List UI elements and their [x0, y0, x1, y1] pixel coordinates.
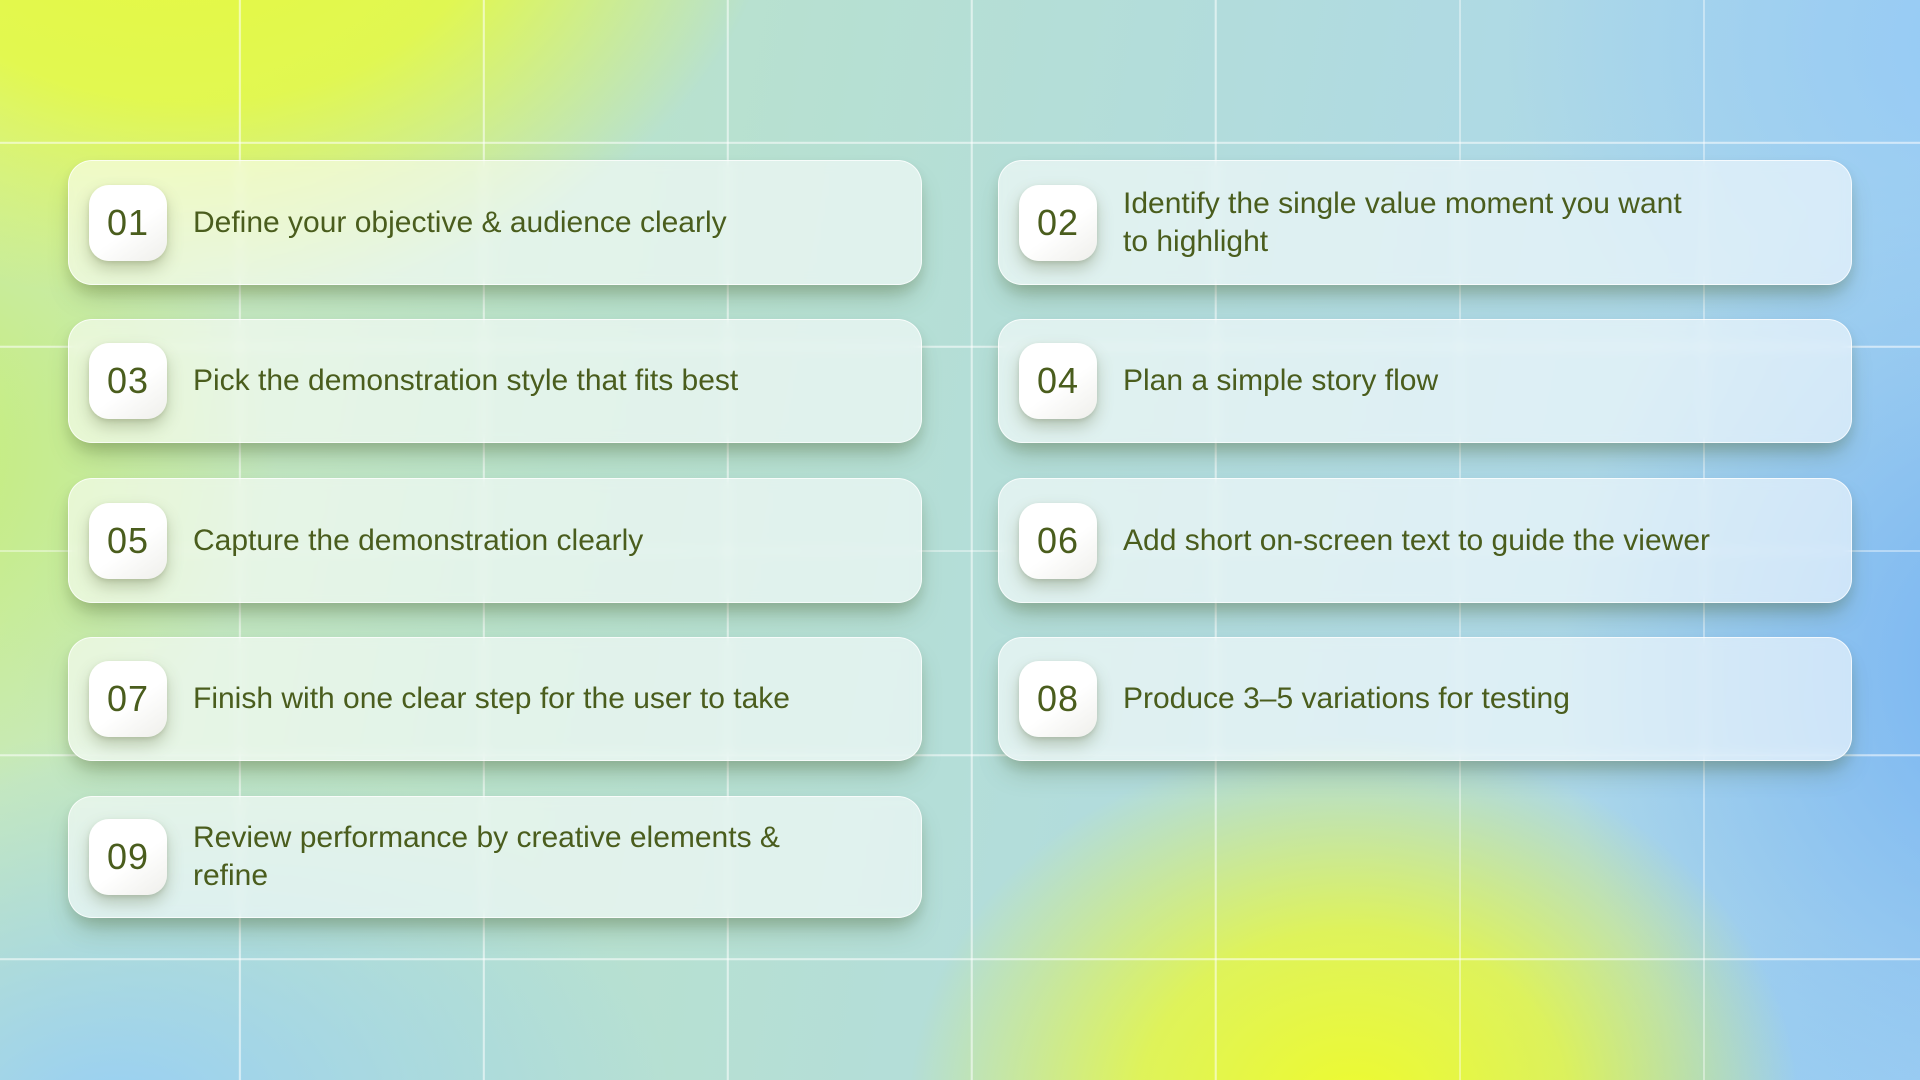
- step-label: Identify the single value moment you wan…: [1123, 186, 1682, 258]
- step-label: Define your objective & audience clearly: [193, 205, 727, 239]
- step-card-02: 02 Identify the single value moment you …: [998, 160, 1852, 285]
- step-number-badge: 02: [1019, 184, 1097, 261]
- step-card-03: 03 Pick the demonstration style that fit…: [68, 319, 922, 443]
- step-card-01: 01 Define your objective & audience clea…: [68, 160, 922, 285]
- step-number: 05: [106, 519, 150, 561]
- step-number-badge: 01: [89, 184, 167, 261]
- step-card-09: 09 Review performance by creative elemen…: [68, 796, 922, 918]
- step-label: Produce 3–5 variations for testing: [1123, 682, 1570, 715]
- step-card-08: 08 Produce 3–5 variations for testing: [998, 637, 1852, 761]
- step-number: 06: [1036, 519, 1080, 561]
- step-number-badge: 07: [89, 661, 167, 737]
- step-number-badge: 09: [89, 819, 167, 895]
- step-label: Capture the demonstration clearly: [193, 523, 644, 557]
- step-number-badge: 06: [1019, 502, 1097, 579]
- step-card-05: 05 Capture the demonstration clearly: [68, 478, 922, 603]
- step-number-badge: 03: [89, 343, 167, 419]
- step-number: 08: [1036, 678, 1080, 719]
- step-number: 03: [106, 360, 150, 401]
- step-number-badge: 04: [1019, 343, 1097, 419]
- step-card-07: 07 Finish with one clear step for the us…: [68, 637, 922, 761]
- step-number: 04: [1036, 360, 1080, 401]
- step-label: Plan a simple story flow: [1123, 364, 1439, 397]
- step-label: Add short on-screen text to guide the vi…: [1123, 523, 1710, 557]
- step-card-04: 04 Plan a simple story flow: [998, 319, 1852, 443]
- step-number-badge: 08: [1019, 661, 1097, 737]
- step-label: Review performance by creative elements …: [193, 821, 780, 892]
- step-number: 09: [106, 836, 150, 877]
- step-number: 07: [106, 678, 150, 719]
- step-label: Finish with one clear step for the user …: [193, 682, 790, 715]
- step-label: Pick the demonstration style that fits b…: [193, 364, 739, 397]
- step-number: 02: [1036, 201, 1080, 243]
- step-number: 01: [106, 201, 150, 243]
- step-number-badge: 05: [89, 502, 167, 579]
- step-card-06: 06 Add short on-screen text to guide the…: [998, 478, 1852, 603]
